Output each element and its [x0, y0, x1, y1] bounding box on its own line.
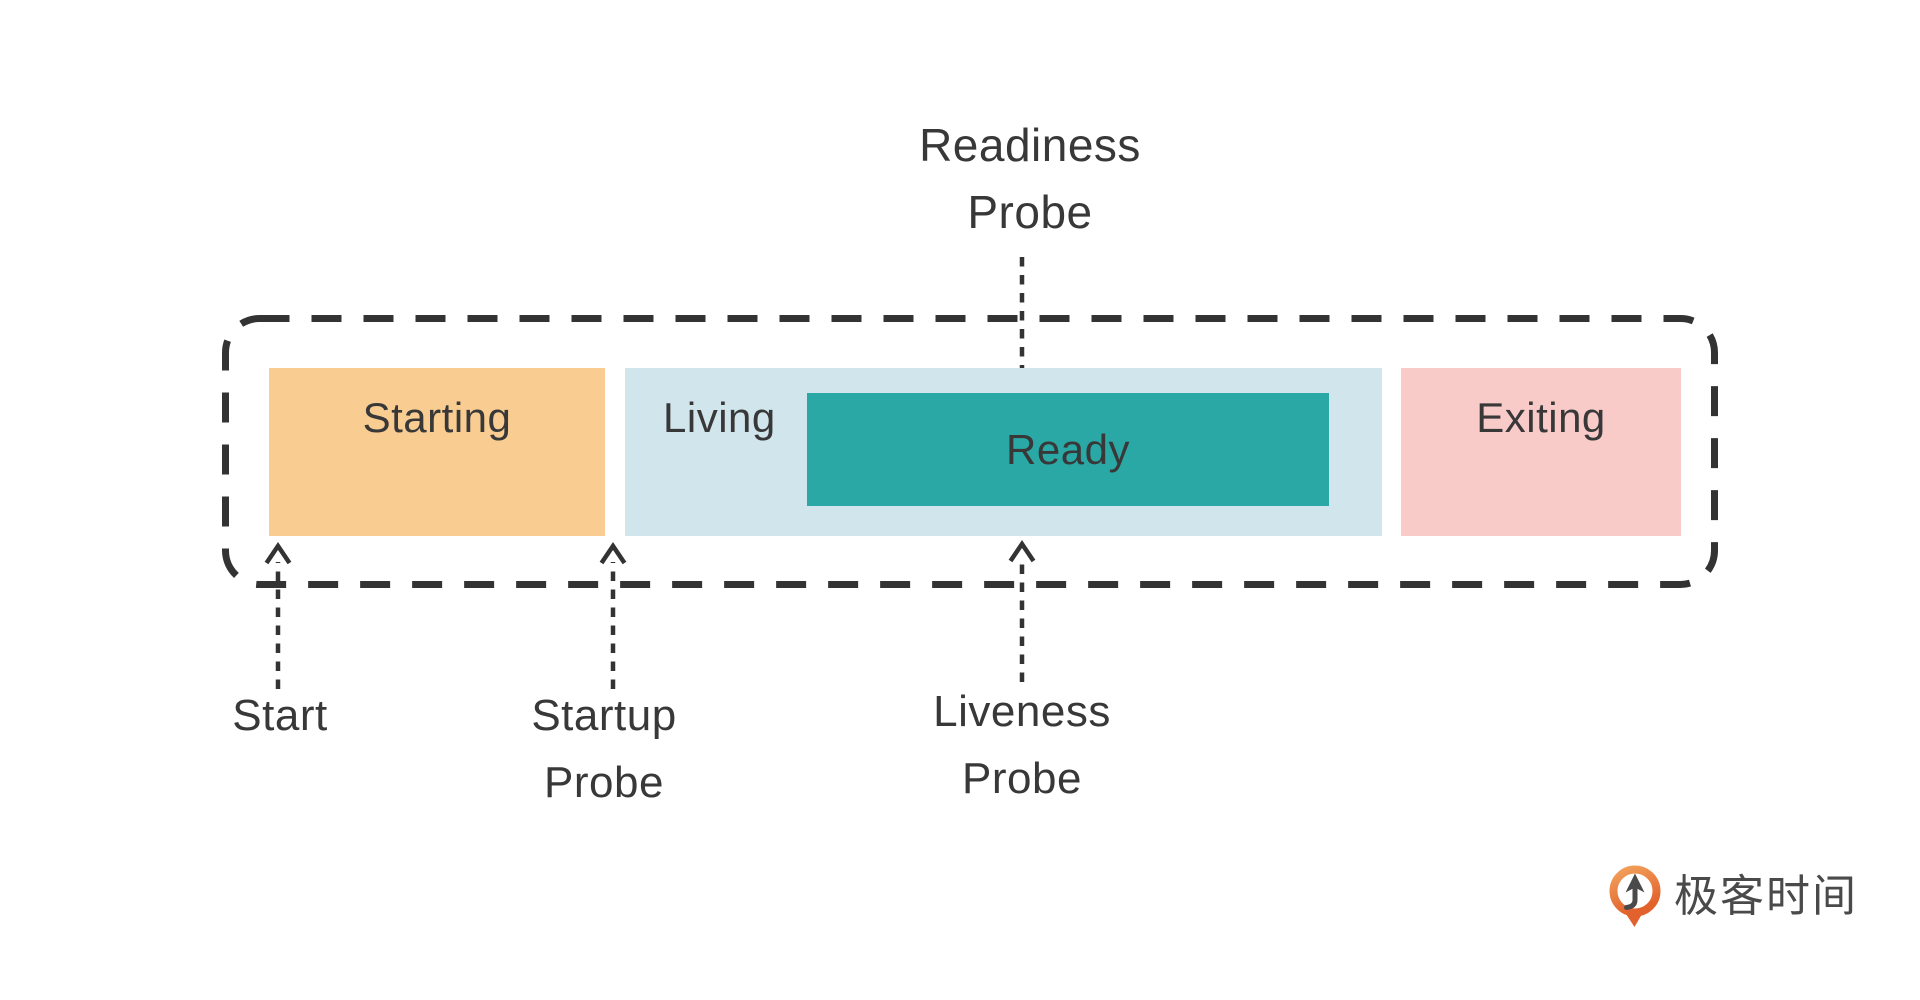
arrowhead-up-icon	[1008, 539, 1036, 563]
start-arrow	[264, 541, 292, 689]
living-label: Living	[663, 394, 776, 441]
brand-name: 极客时间	[1674, 872, 1858, 921]
state-box-starting: Starting	[269, 368, 605, 536]
readiness-probe-label: Readiness Probe	[870, 112, 1190, 246]
readiness-probe-label-line2: Probe	[967, 186, 1093, 238]
state-box-exiting: Exiting	[1401, 368, 1681, 536]
geektime-logo-icon	[1609, 865, 1661, 927]
startup-probe-label-line1: Startup	[531, 691, 677, 740]
logo-ring	[1609, 865, 1661, 917]
start-label: Start	[180, 682, 380, 749]
starting-label: Starting	[362, 394, 512, 441]
logo-arrow-tail	[1624, 884, 1638, 910]
startup-probe-arrow	[599, 541, 627, 689]
exiting-label: Exiting	[1476, 394, 1606, 441]
arrowhead-up-icon	[599, 541, 627, 565]
logo-pin-tail	[1626, 914, 1642, 927]
state-box-ready: Ready	[807, 393, 1329, 506]
start-label-line1: Start	[232, 691, 328, 740]
logo-arrow-dart	[1625, 873, 1645, 893]
liveness-probe-arrow	[1008, 539, 1036, 682]
liveness-probe-label-line1: Liveness	[933, 687, 1111, 736]
arrowhead-up-icon	[264, 541, 292, 565]
startup-probe-label: Startup Probe	[504, 682, 704, 816]
readiness-probe-label-line1: Readiness	[919, 119, 1141, 171]
pod-boundary	[222, 315, 1718, 588]
startup-probe-label-line2: Probe	[544, 758, 664, 807]
liveness-probe-label: Liveness Probe	[922, 678, 1122, 812]
liveness-probe-label-line2: Probe	[962, 754, 1082, 803]
ready-label: Ready	[1006, 425, 1130, 473]
geektime-brand: 极客时间	[1608, 864, 1858, 930]
